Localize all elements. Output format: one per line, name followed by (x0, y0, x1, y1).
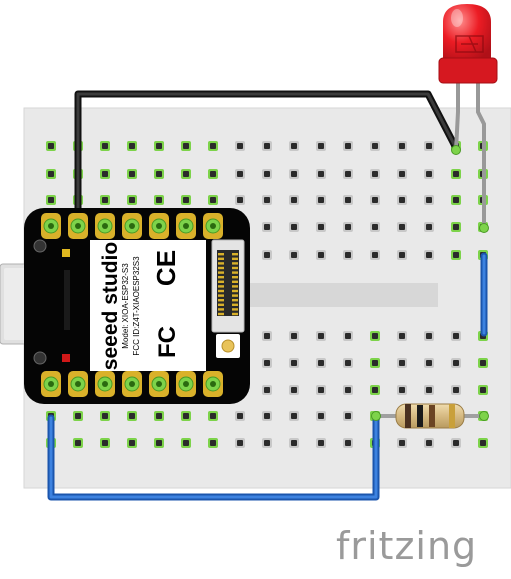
fcc-logo: FC (154, 326, 181, 358)
board-fcc-id: FCC ID:Z4T-XIAOESP32S3 (132, 256, 141, 356)
board-pins (41, 213, 223, 397)
wire-black (74, 90, 460, 231)
fritzing-logo: fritzing (336, 524, 478, 568)
ce-mark: CE (151, 250, 181, 286)
xiao-esp32-s3-board: seeed studio Model: XIOA-ESP32-S3 FCC ID… (0, 208, 250, 404)
resistor (371, 403, 489, 429)
wire-blue-left (47, 414, 380, 501)
led-leads (451, 80, 489, 233)
board-model: Model: XIOA-ESP32-S3 (121, 263, 130, 349)
led (438, 4, 498, 84)
board-connector (218, 253, 238, 316)
board-brand: seeed studio (99, 242, 122, 370)
